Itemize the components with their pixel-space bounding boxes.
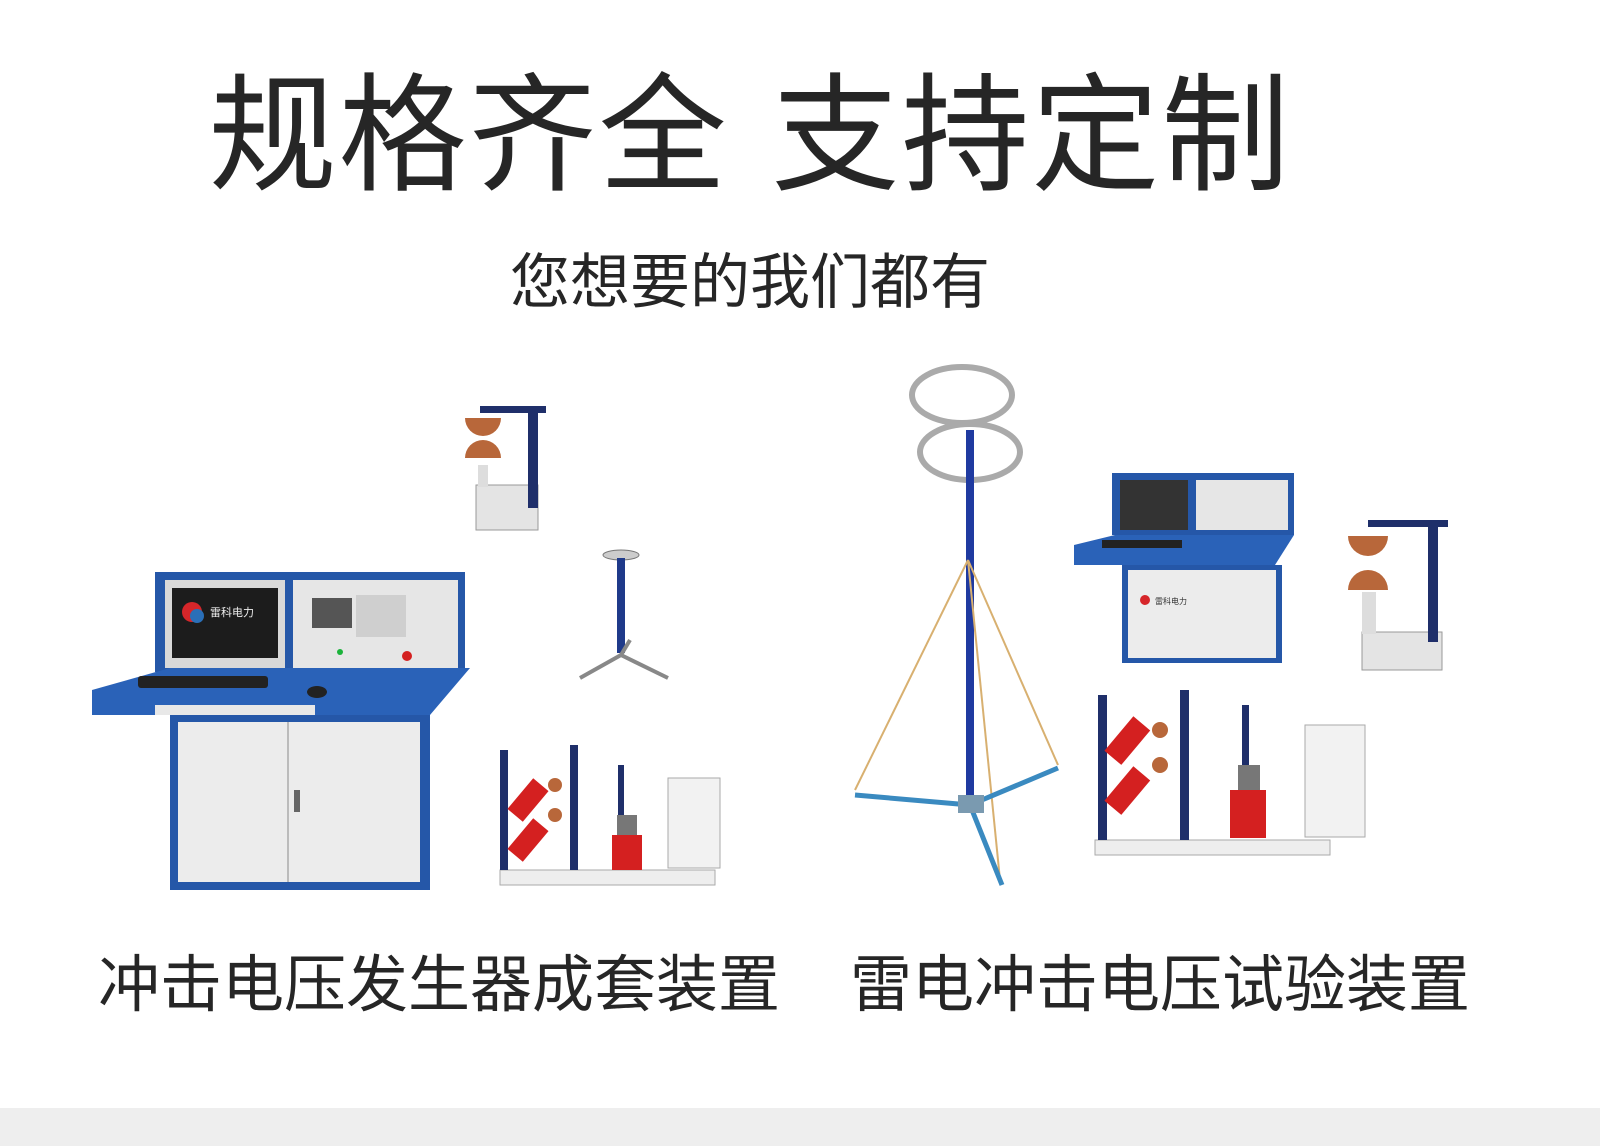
control-console-left: 雷科电力 <box>92 572 470 890</box>
page-subtitle: 您想要的我们都有 <box>510 248 990 318</box>
ring-voltage-divider <box>854 364 1059 886</box>
svg-text:雷科电力: 雷科电力 <box>210 605 254 619</box>
logo-graphic: 雷科电力 <box>182 602 254 623</box>
svg-text:雷科电力: 雷科电力 <box>1155 596 1187 606</box>
product-caption-impulse-generator-set: 冲击电压发生器成套装置 <box>98 948 781 1021</box>
impulse-generator-right <box>1094 690 1366 856</box>
footer-band <box>0 1108 1600 1146</box>
control-console-right: 雷科电力 <box>1074 473 1294 663</box>
page-title: 规格齐全 支持定制 <box>208 62 1292 211</box>
impulse-generator-left <box>499 745 721 886</box>
product-caption-lightning-impulse-test: 雷电冲击电压试验装置 <box>850 948 1471 1021</box>
sphere-gap-small-left <box>465 406 546 531</box>
voltage-divider-left <box>579 549 669 680</box>
sphere-gap-small-right <box>1348 520 1448 671</box>
